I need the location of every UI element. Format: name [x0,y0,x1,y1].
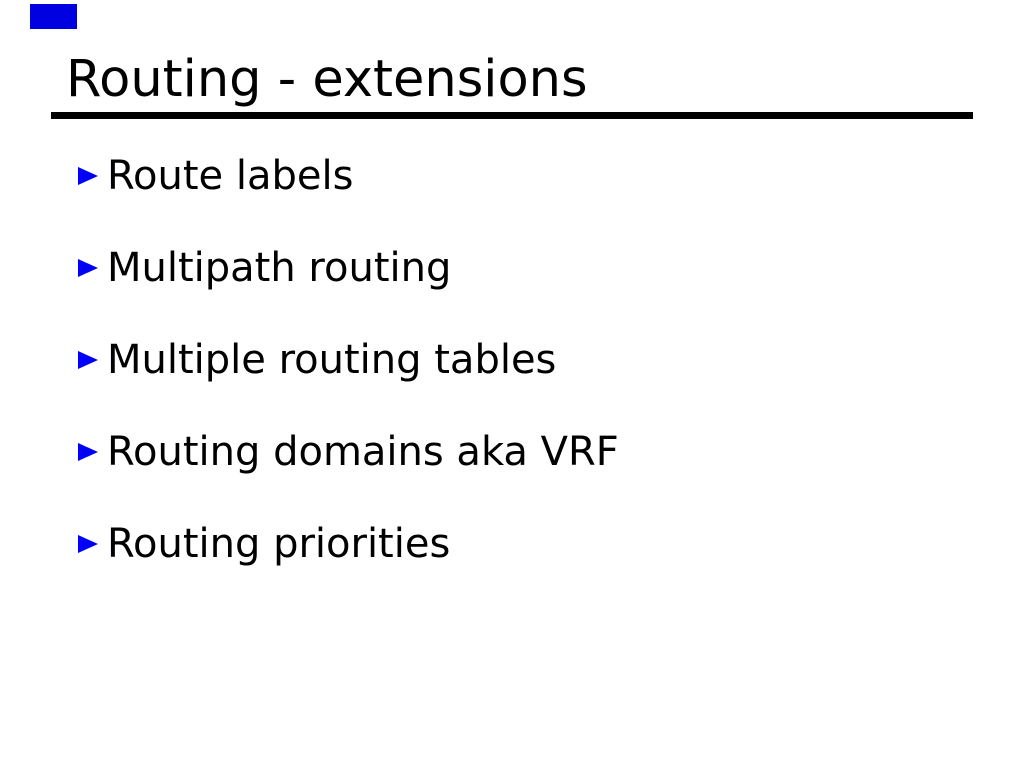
bullet-list: Route labels Multipath routing Multiple … [78,156,619,616]
triangle-bullet-icon [78,167,98,185]
title-underline [51,112,973,119]
triangle-bullet-icon [78,259,98,277]
bullet-label: Multiple routing tables [107,337,557,383]
bullet-item: Route labels [78,156,619,196]
triangle-bullet-icon [78,535,98,553]
bullet-item: Multipath routing [78,248,619,288]
bullet-label: Routing domains aka VRF [107,429,619,475]
page-title: Routing - extensions [66,50,588,109]
bullet-label: Route labels [107,153,354,199]
bullet-label: Multipath routing [107,245,452,291]
bullet-item: Multiple routing tables [78,340,619,380]
bullet-label: Routing priorities [107,521,451,567]
bullet-item: Routing priorities [78,524,619,564]
logo-mark [30,4,77,29]
triangle-bullet-icon [78,443,98,461]
triangle-bullet-icon [78,351,98,369]
bullet-item: Routing domains aka VRF [78,432,619,472]
